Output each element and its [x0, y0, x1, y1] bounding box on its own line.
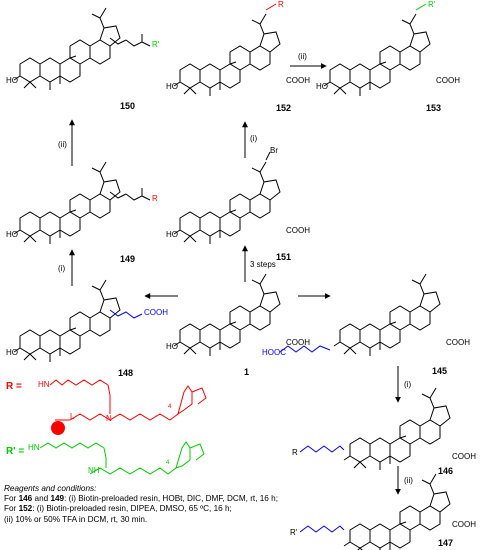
rprime-equals-label: R' = — [6, 446, 25, 457]
compound-label-146: 146 — [438, 466, 454, 476]
ho-152: HO — [166, 82, 178, 91]
ho-151: HO — [166, 230, 178, 239]
cooh-151: COOH — [286, 226, 310, 235]
resin-bead — [51, 421, 65, 435]
step-i-right: (i) — [404, 380, 412, 389]
reagents-conditions: Reagents and conditions: For 146 and 149… — [4, 484, 344, 525]
structure-145 — [279, 273, 441, 357]
hn-label-r: HN — [38, 380, 50, 389]
rprime-substituent — [39, 441, 205, 475]
structure-1 — [173, 273, 281, 357]
rprime-label-153: R' — [428, 0, 436, 9]
conditions-line-3: (ii) 10% or 50% TFA in DCM, rt, 30 min. — [4, 514, 148, 524]
ho-149: HO — [6, 230, 18, 239]
rprime-label-147: R' — [290, 528, 298, 537]
cooh-chain-148: COOH — [144, 308, 168, 317]
structure-151 — [173, 151, 281, 245]
structure-150 — [13, 7, 151, 91]
structure-146 — [299, 387, 451, 471]
cooh-1: COOH — [286, 338, 310, 347]
ho-150: HO — [6, 76, 18, 85]
ho-153: HO — [316, 82, 328, 91]
step-ii-right: (ii) — [404, 476, 413, 485]
cooh-147: COOH — [452, 520, 476, 529]
ho-148: HO — [6, 348, 18, 357]
conditions-line-2: For 152: (i) Biotin-preloaded resin, DIP… — [4, 504, 232, 514]
compound-label-145: 145 — [432, 366, 448, 376]
ho-1: HO — [166, 342, 178, 351]
compound-label-153: 153 — [426, 103, 442, 113]
compound-label-147: 147 — [438, 538, 454, 548]
l-label: L — [70, 412, 75, 421]
structure-148 — [13, 279, 143, 363]
structure-153 — [323, 3, 431, 97]
r-substituent — [49, 379, 207, 421]
step-i-left: (i) — [58, 264, 66, 273]
compound-label-148: 148 — [118, 368, 134, 378]
structure-152 — [173, 3, 281, 97]
step-ii-top: (ii) — [298, 52, 307, 61]
r-label-146: R — [292, 448, 298, 457]
br-label: Br — [270, 146, 278, 155]
step-three-steps: 3 steps — [250, 260, 276, 269]
r-label-149: R — [152, 194, 158, 203]
nh-label-rprime: NH — [88, 466, 100, 475]
four-label-rprime: 4 — [166, 460, 170, 466]
step-ii-left: (ii) — [58, 140, 67, 149]
compound-label-1: 1 — [244, 367, 250, 377]
r-label-152: R — [278, 0, 284, 9]
four-label-r: 4 — [168, 404, 172, 410]
structure-149 — [13, 161, 151, 245]
compound-label-151: 151 — [276, 252, 292, 262]
compound-label-150: 150 — [120, 101, 136, 111]
conditions-heading: Reagents and conditions: — [4, 484, 97, 493]
compound-label-149: 149 — [120, 254, 136, 264]
step-i-mid: (i) — [250, 134, 258, 143]
compound-label-152: 152 — [276, 103, 292, 113]
cooh-153: COOH — [436, 76, 460, 85]
n-label: N — [106, 414, 112, 423]
conditions-line-1: For 146 and 149: (i) Biotin-preloaded re… — [4, 494, 278, 504]
hn-label-rprime: HN — [28, 443, 40, 452]
rprime-label-150: R' — [152, 40, 160, 49]
structure-147 — [299, 473, 451, 550]
cooh-146: COOH — [452, 452, 476, 461]
hooc-label-145: HOOC — [262, 348, 286, 357]
r-equals-label: R = — [6, 381, 22, 392]
cooh-145: COOH — [446, 338, 470, 347]
cooh-152: COOH — [286, 76, 310, 85]
